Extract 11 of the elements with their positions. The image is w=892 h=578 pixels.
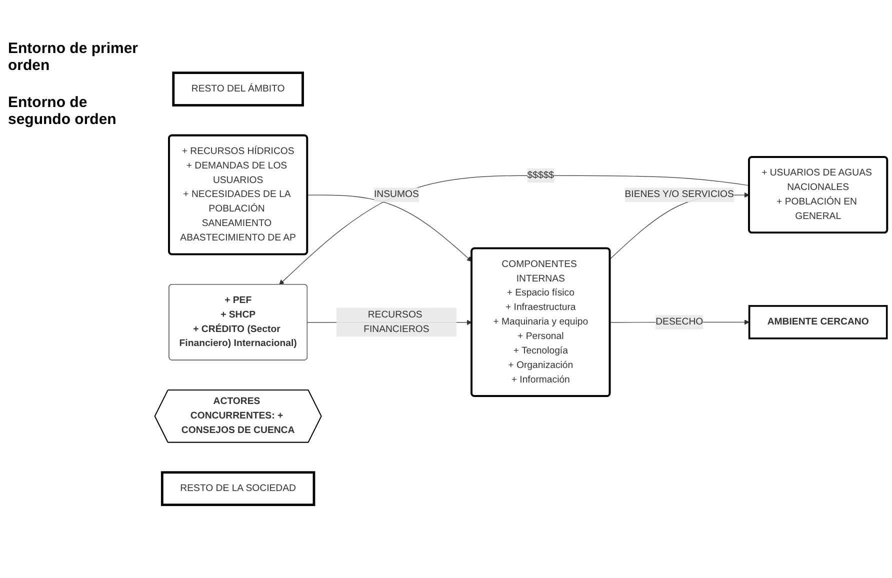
region-label: Entorno de segundo orden xyxy=(8,94,118,128)
node-box: RESTO DEL ÁMBITO xyxy=(172,72,304,107)
arrow xyxy=(307,194,472,262)
edge-label: RECURSOS FINANCIEROS xyxy=(364,310,430,334)
node-box: AMBIENTE CERCANO xyxy=(748,305,888,340)
edge-label: BIENES Y/O SERVICIOS xyxy=(624,190,734,200)
node-box: RESTO DE LA SOCIEDAD xyxy=(160,471,316,506)
region-label: Entorno de primer orden xyxy=(8,40,140,74)
edge-label: INSUMOS xyxy=(374,190,419,200)
edge-label: DESECHO xyxy=(656,316,704,328)
edge-label: $$$$$ xyxy=(527,170,554,181)
